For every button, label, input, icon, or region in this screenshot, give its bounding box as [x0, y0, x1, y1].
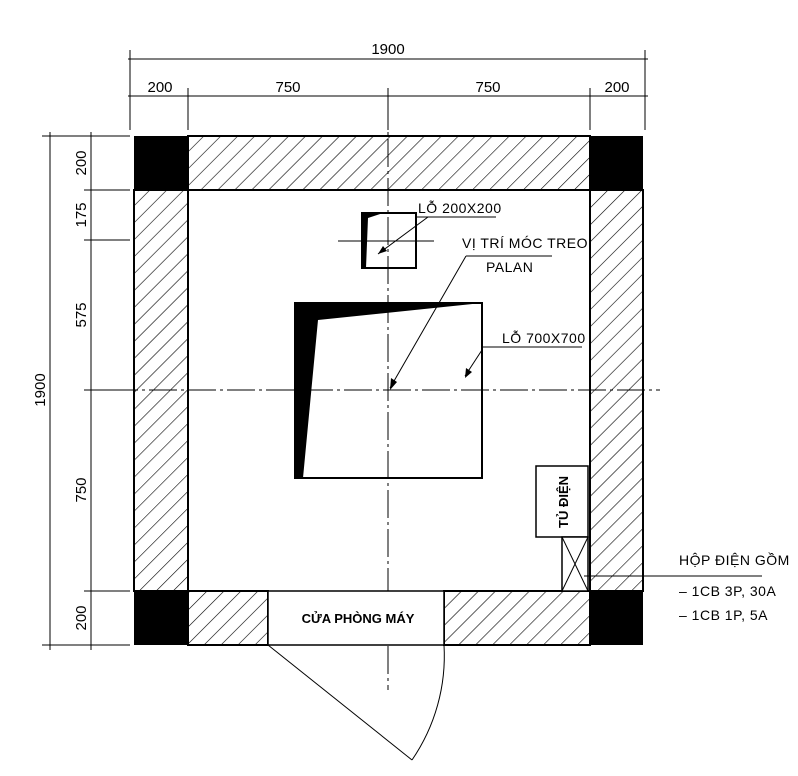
top-dimensions: 1900 200 750 750 200 [128, 41, 648, 130]
machine-room-door: CỬA PHÒNG MÁY [267, 590, 445, 761]
dim-left-4: 750 [73, 477, 90, 502]
label-box-item-1: – 1CB 3P, 30A [679, 583, 776, 599]
label-hole-small: LỖ 200X200 [418, 199, 502, 216]
electrical-panel: TỦ ĐIỆN HỘP ĐIỆN GỒM – 1CB 3P, 30A – 1CB… [535, 465, 790, 623]
walls [133, 135, 644, 646]
dim-top-1: 200 [147, 79, 172, 96]
label-hook-line2: PALAN [486, 259, 533, 275]
left-dimensions: 1900 200 175 575 750 200 [32, 132, 130, 650]
dim-top-4: 200 [604, 79, 629, 96]
hole-700x700: LỖ 700X700 [294, 302, 586, 479]
label-hook-line1: VỊ TRÍ MÓC TREO [462, 235, 588, 251]
dim-left-3: 575 [73, 302, 90, 327]
label-box-title: HỘP ĐIỆN GỒM [679, 551, 790, 568]
dim-top-3: 750 [475, 79, 500, 96]
hole-200x200: LỖ 200X200 [338, 199, 502, 269]
columns [134, 136, 643, 645]
dim-left-1: 200 [73, 150, 90, 175]
dim-top-2: 750 [275, 79, 300, 96]
dim-left-2: 175 [73, 202, 90, 227]
label-door: CỬA PHÒNG MÁY [302, 611, 415, 626]
label-box-item-2: – 1CB 1P, 5A [679, 607, 768, 623]
hook-position-callout: VỊ TRÍ MÓC TREO PALAN [389, 235, 588, 390]
label-panel: TỦ ĐIỆN [556, 476, 571, 528]
dim-top-total: 1900 [371, 41, 404, 58]
dim-left-5: 200 [73, 605, 90, 630]
dim-left-total: 1900 [32, 373, 49, 406]
label-hole-large: LỖ 700X700 [502, 329, 586, 346]
